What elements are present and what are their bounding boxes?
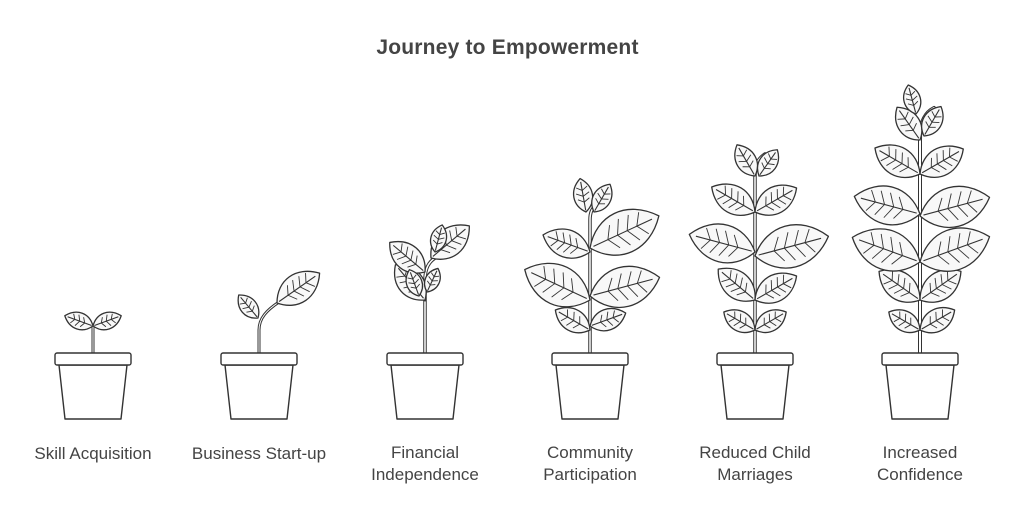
- stage-label: Business Start-up: [169, 443, 349, 465]
- flower-pot-icon: [551, 352, 629, 420]
- leaf-icon: [919, 185, 991, 229]
- stage-label-line: Community: [547, 443, 633, 462]
- stage-label-line: Confidence: [876, 465, 963, 484]
- leaf-icon: [276, 270, 321, 306]
- leaf-icon: [524, 262, 591, 308]
- tall-plant-icon: [688, 144, 830, 355]
- leaf-icon: [757, 149, 780, 177]
- leaf-icon: [919, 268, 962, 303]
- mature-plant-icon: [851, 84, 991, 355]
- flower-pot-icon: [716, 352, 794, 420]
- leaf-icon: [64, 311, 94, 331]
- leaf-icon: [921, 105, 944, 137]
- stage-label-line: Participation: [543, 465, 637, 484]
- leaf-icon: [874, 144, 921, 179]
- leaf-icon: [717, 267, 756, 302]
- stage-label-line: Reduced Child: [699, 443, 811, 462]
- diagram-title: Journey to Empowerment: [376, 36, 639, 59]
- leaf-icon: [688, 223, 756, 264]
- leaf-icon: [888, 309, 921, 334]
- stage-label-line: Marriages: [717, 465, 793, 484]
- leaf-icon: [589, 308, 627, 332]
- leaf-icon: [542, 228, 591, 259]
- leaf-icon: [851, 228, 921, 272]
- leaf-icon: [919, 145, 964, 179]
- leaf-icon: [723, 309, 756, 334]
- leaf-icon: [237, 294, 260, 319]
- stage-label-line: Financial: [390, 443, 460, 462]
- seedling-icon: [237, 270, 321, 355]
- leaf-icon: [589, 208, 660, 256]
- stage-label-line: Increased: [882, 443, 958, 462]
- leaf-icon: [405, 269, 424, 297]
- stage-label-line: Skill Acquisition: [34, 444, 152, 463]
- leaf-icon: [878, 268, 921, 303]
- leaf-icon: [902, 84, 922, 115]
- leaf-icon: [92, 311, 122, 331]
- leaf-icon: [754, 184, 798, 216]
- stage-label: Skill Acquisition: [3, 443, 183, 465]
- leaf-icon: [591, 183, 613, 213]
- sprout-icon: [64, 311, 122, 355]
- leaf-icon: [754, 224, 830, 269]
- leaf-icon: [919, 227, 991, 272]
- stage-label-line: Business Start-up: [191, 444, 327, 463]
- leaf-icon: [423, 267, 441, 293]
- growing-plant-icon: [524, 177, 661, 355]
- flower-pot-icon: [220, 352, 298, 420]
- leaf-icon: [754, 309, 787, 334]
- leaf-icon: [919, 307, 956, 334]
- leaf-icon: [754, 272, 798, 304]
- leaf-icon: [554, 307, 591, 334]
- leaf-icon: [853, 185, 921, 226]
- young-plant-icon: [389, 224, 470, 355]
- flower-pot-icon: [386, 352, 464, 420]
- leaf-icon: [589, 265, 661, 309]
- flower-pot-icon: [881, 352, 959, 420]
- flower-pot-icon: [54, 352, 132, 420]
- stage-label-line: Independence: [371, 465, 479, 484]
- leaf-icon: [734, 144, 759, 177]
- leaf-icon: [711, 183, 756, 217]
- leaf-icon: [429, 224, 448, 253]
